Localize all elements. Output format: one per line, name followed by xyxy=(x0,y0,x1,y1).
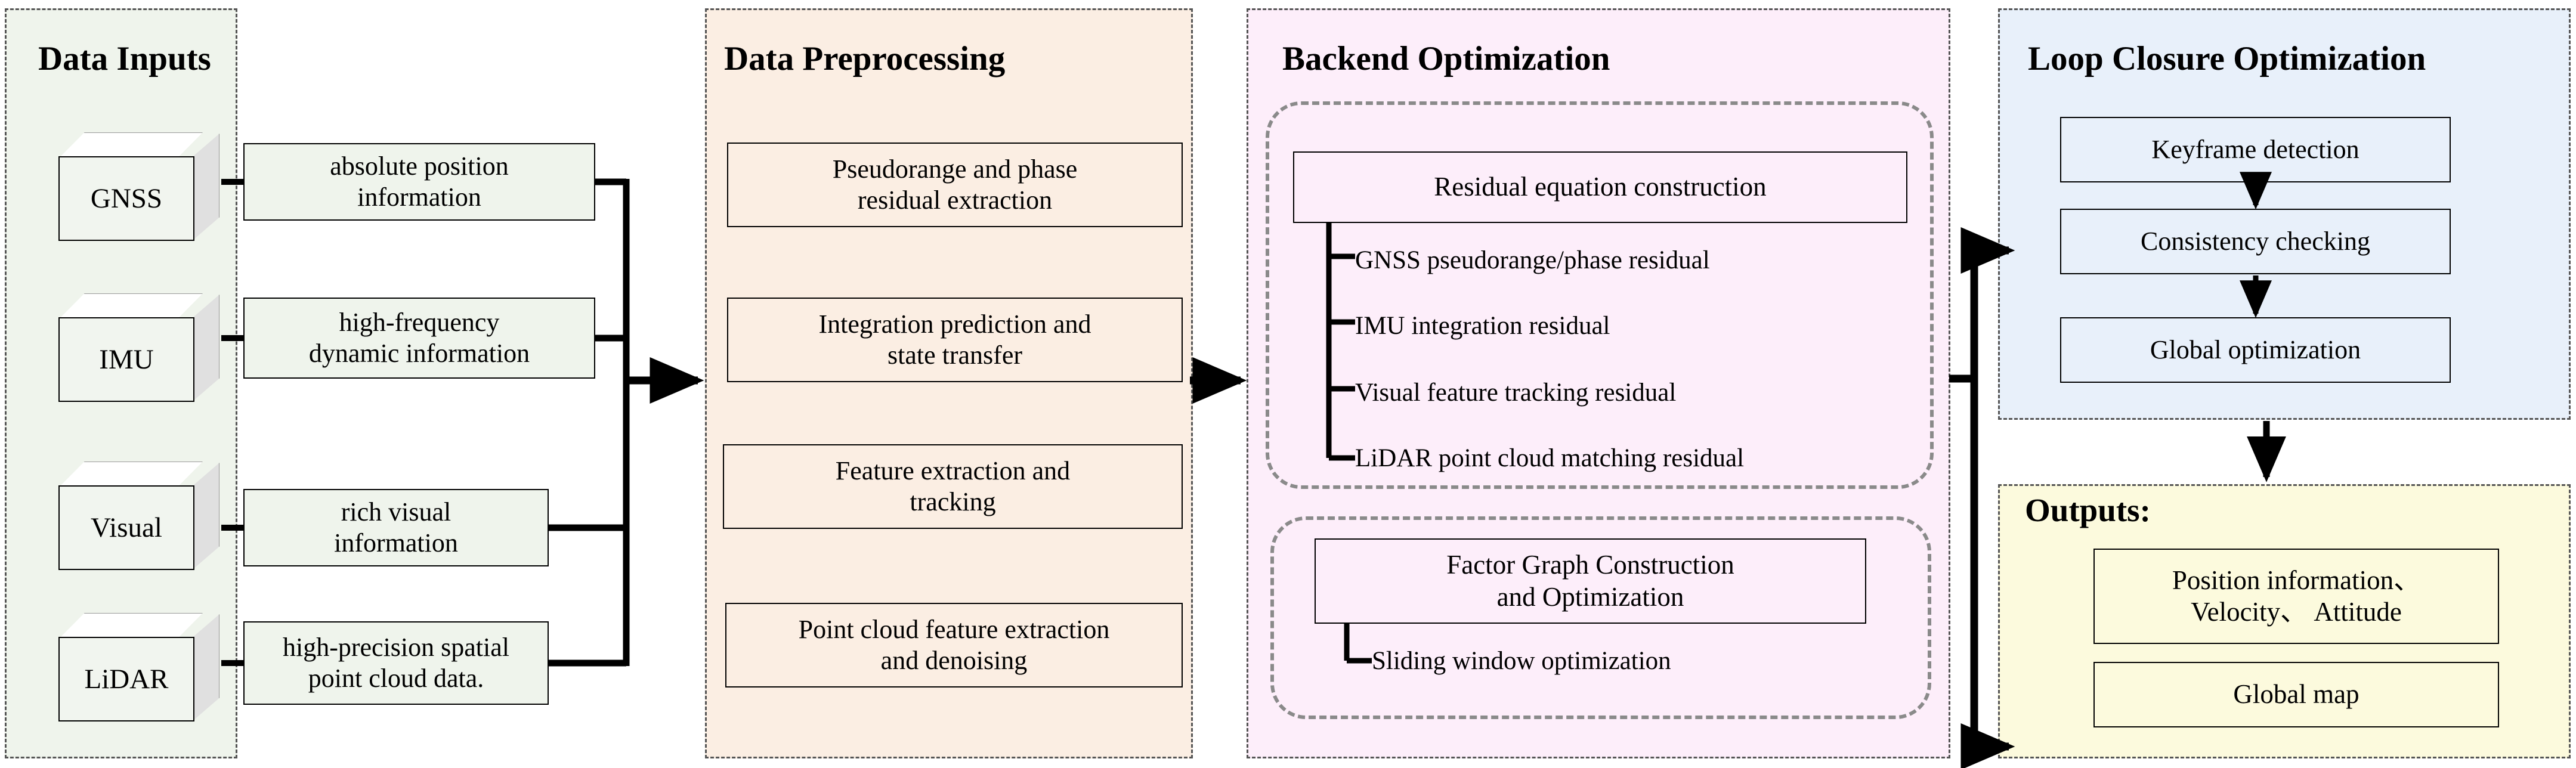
desc-line-1: high-frequency xyxy=(339,308,500,337)
loop-closure-step-1: Keyframe detection xyxy=(2060,117,2451,182)
source-cube-gnss[interactable]: GNSS xyxy=(58,132,219,241)
header-text: Residual equation construction xyxy=(1434,172,1767,202)
desc-line-1: absolute position xyxy=(330,151,509,181)
cube-side-face xyxy=(192,614,219,721)
output-line-1: Position information、 xyxy=(2172,565,2421,595)
desc-line-2: information xyxy=(334,528,458,558)
source-label-gnss: GNSS xyxy=(90,183,163,214)
cube-front-face: IMU xyxy=(58,317,194,402)
source-desc-visual: rich visual information xyxy=(243,489,549,566)
header-line-2: and Optimization xyxy=(1496,581,1684,612)
backend-residual-item-1: GNSS pseudorange/phase residual xyxy=(1355,246,1710,274)
step-text: Global optimization xyxy=(2150,335,2361,365)
data-inputs-bus xyxy=(549,178,630,667)
preprocessing-step-1: Pseudorange and phase residual extractio… xyxy=(727,143,1183,227)
backend-output-bus xyxy=(1949,242,1978,747)
step-line-2: state transfer xyxy=(887,340,1022,370)
output-line-2: Velocity、 Attitude xyxy=(2191,597,2402,627)
output-line-1: Global map xyxy=(2233,679,2359,710)
backend-group-residuals xyxy=(1266,101,1934,489)
cube-top-face xyxy=(58,613,203,639)
source-desc-imu: high-frequency dynamic information xyxy=(243,298,595,379)
source-label-imu: IMU xyxy=(99,344,154,375)
backend-group-factor-graph xyxy=(1270,516,1931,719)
loop-closure-step-2: Consistency checking xyxy=(2060,209,2451,274)
backend-factor-graph-header: Factor Graph Construction and Optimizati… xyxy=(1315,538,1866,624)
backend-residual-header: Residual equation construction xyxy=(1293,151,1907,223)
cube-side-face xyxy=(192,463,219,570)
panel-title-loop-closure-optimization: Loop Closure Optimization xyxy=(2028,40,2426,78)
cube-side-face xyxy=(192,134,219,241)
preprocessing-step-2: Integration prediction and state transfe… xyxy=(727,298,1183,382)
step-line-1: Feature extraction and xyxy=(835,456,1071,486)
preprocessing-step-3: Feature extraction and tracking xyxy=(723,444,1183,529)
preprocessing-step-4: Point cloud feature extraction and denoi… xyxy=(725,603,1183,688)
source-label-lidar: LiDAR xyxy=(84,664,169,695)
source-cube-imu[interactable]: IMU xyxy=(58,293,219,402)
source-cube-lidar[interactable]: LiDAR xyxy=(58,613,219,721)
cube-top-face xyxy=(58,462,203,488)
desc-line-2: information xyxy=(357,182,481,212)
cube-front-face: GNSS xyxy=(58,156,194,241)
cube-side-face xyxy=(192,295,219,402)
source-label-visual: Visual xyxy=(91,512,162,543)
source-cube-visual[interactable]: Visual xyxy=(58,462,219,570)
backend-factor-graph-item-1: Sliding window optimization xyxy=(1372,647,1671,675)
cube-top-face xyxy=(58,132,203,159)
outputs-box-2: Global map xyxy=(2093,662,2499,727)
step-text: Consistency checking xyxy=(2141,227,2370,256)
desc-line-2: dynamic information xyxy=(308,339,530,368)
cube-top-face xyxy=(58,293,203,320)
outputs-box-1: Position information、 Velocity、 Attitude xyxy=(2093,549,2499,644)
step-line-2: residual extraction xyxy=(857,185,1053,215)
source-desc-gnss: absolute position information xyxy=(243,143,595,221)
cube-front-face: Visual xyxy=(58,485,194,570)
step-line-1: Pseudorange and phase xyxy=(832,154,1078,184)
loop-closure-step-3: Global optimization xyxy=(2060,317,2451,383)
step-line-2: and denoising xyxy=(880,646,1028,675)
source-desc-lidar: high-precision spatial point cloud data. xyxy=(243,621,549,705)
desc-line-2: point cloud data. xyxy=(308,664,484,693)
panel-title-backend-optimization: Backend Optimization xyxy=(1282,40,1610,78)
step-text: Keyframe detection xyxy=(2151,135,2359,165)
backend-residual-item-2: IMU integration residual xyxy=(1355,312,1610,340)
step-line-2: tracking xyxy=(910,487,996,516)
step-line-1: Point cloud feature extraction xyxy=(798,615,1110,645)
header-line-1: Factor Graph Construction xyxy=(1446,550,1734,580)
desc-line-1: high-precision spatial xyxy=(282,633,509,662)
panel-title-data-preprocessing: Data Preprocessing xyxy=(724,40,1006,78)
backend-residual-item-4: LiDAR point cloud matching residual xyxy=(1355,444,1745,472)
desc-line-1: rich visual xyxy=(341,497,452,527)
panel-backend-optimization xyxy=(1247,8,1950,758)
cube-front-face: LiDAR xyxy=(58,637,194,721)
backend-residual-item-3: Visual feature tracking residual xyxy=(1355,379,1677,407)
step-line-1: Integration prediction and xyxy=(818,309,1091,339)
panel-title-data-inputs: Data Inputs xyxy=(38,40,211,78)
panel-title-outputs: Outputs: xyxy=(2025,492,2151,528)
